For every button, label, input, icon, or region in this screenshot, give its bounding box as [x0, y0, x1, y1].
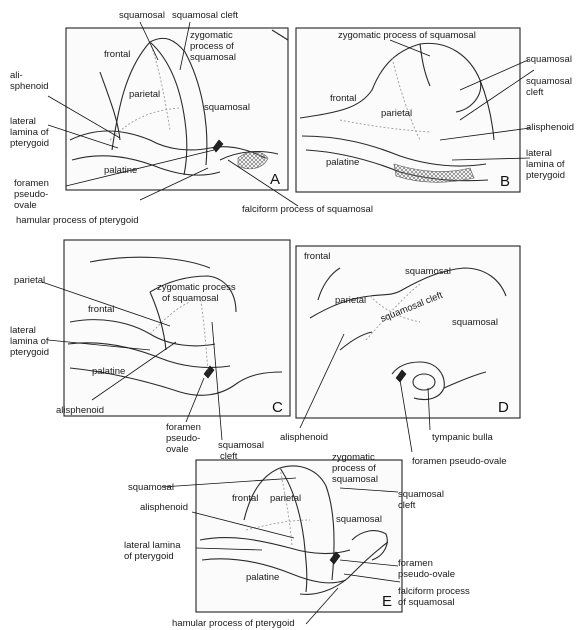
label-alisphenoid: alisphenoid — [140, 502, 188, 513]
label-line: pseudo- — [14, 189, 48, 200]
label-alisphenoid: alisphenoid — [56, 405, 104, 416]
label-line: pterygoid — [10, 138, 49, 149]
label-line: ali- — [10, 70, 23, 81]
panel-e-letter: E — [382, 593, 392, 610]
label-line: pterygoid — [10, 347, 49, 358]
label-lateral-lamina: lateral lamina of pterygoid — [124, 540, 183, 562]
label-line: foramen — [14, 178, 49, 189]
label-foramen: foramen pseudo- ovale — [14, 178, 52, 211]
label-line: zygomatic — [190, 30, 233, 41]
label-line: ovale — [166, 444, 189, 455]
label-line: sphenoid — [10, 81, 49, 92]
label-line: pseudo-ovale — [398, 569, 455, 580]
label-frontal: frontal — [330, 93, 356, 104]
label-parietal: parietal — [335, 295, 366, 306]
label-line: process of — [332, 463, 376, 474]
panel-c: parietal zygomatic process of squamosal … — [10, 240, 290, 462]
label-line: cleft — [398, 500, 416, 511]
label-zygomatic-process: zygomatic process of squamosal — [190, 30, 236, 63]
label-foramen: foramen pseudo- ovale — [166, 422, 204, 455]
label-palatine: palatine — [246, 572, 279, 583]
label-frontal: frontal — [232, 493, 258, 504]
label-falciform-process: falciform process of squamosal — [398, 586, 472, 608]
label-line: zygomatic — [332, 452, 375, 463]
label-frontal: frontal — [304, 251, 330, 262]
label-squamosal-cleft: squamosal cleft — [172, 10, 238, 21]
label-line: foramen — [166, 422, 201, 433]
label-frontal: frontal — [104, 49, 130, 60]
panel-d-letter: D — [498, 399, 509, 416]
label-squamosal-cleft: squamosal cleft — [398, 489, 447, 511]
label-line: lateral — [10, 116, 36, 127]
label-line: foramen — [398, 558, 433, 569]
label-line: squamosal — [218, 440, 264, 451]
label-line: squamosal — [398, 489, 444, 500]
label-palatine: palatine — [92, 366, 125, 377]
label-line: lateral lamina — [124, 540, 181, 551]
label-line: of pterygoid — [124, 551, 174, 562]
panel-d: frontal squamosal parietal squamosal cle… — [280, 246, 520, 467]
panel-e: zygomatic process of squamosal squamosal… — [124, 452, 472, 629]
label-squamosal: squamosal — [405, 266, 451, 277]
label-line: lateral — [10, 325, 36, 336]
label-squamosal: squamosal — [526, 54, 572, 65]
label-alisphenoid: ali- sphenoid — [10, 70, 49, 92]
label-line: zygomatic process — [157, 282, 236, 293]
label-falciform-process: falciform process of squamosal — [242, 204, 373, 215]
panel-c-frame — [64, 240, 290, 416]
label-line: of squamosal — [162, 293, 219, 304]
label-foramen-pseudo-ovale: foramen pseudo-ovale — [398, 558, 455, 580]
label-line: lamina of — [526, 159, 565, 170]
label-palatine: palatine — [104, 165, 137, 176]
label-squamosal: squamosal — [119, 10, 165, 21]
label-hamular-process: hamular process of pterygoid — [16, 215, 139, 226]
label-hamular-process: hamular process of pterygoid — [172, 618, 295, 629]
label-alisphenoid: alisphenoid — [526, 122, 574, 133]
label-tympanic-bulla: tympanic bulla — [432, 432, 493, 443]
label-line: pseudo- — [166, 433, 200, 444]
label-line: pterygoid — [526, 170, 565, 181]
label-palatine: palatine — [326, 157, 359, 168]
label-line: process of — [190, 41, 234, 52]
label-line: squamosal — [190, 52, 236, 63]
panel-c-letter: C — [272, 399, 283, 416]
label-line: lamina of — [10, 336, 49, 347]
label-frontal: frontal — [88, 304, 114, 315]
label-alisphenoid: alisphenoid — [280, 432, 328, 443]
label-foramen-pseudo-ovale: foramen pseudo-ovale — [412, 456, 507, 467]
label-squamosal: squamosal — [128, 482, 174, 493]
label-line: lamina of — [10, 127, 49, 138]
label-parietal: parietal — [381, 108, 412, 119]
label-line: falciform process — [398, 586, 470, 597]
label-squamosal-cleft: squamosal cleft — [526, 76, 575, 98]
label-squamosal-cleft: squamosal cleft — [218, 440, 267, 462]
label-line: squamosal — [332, 474, 378, 485]
label-squamosal-2: squamosal — [452, 317, 498, 328]
label-line: ovale — [14, 200, 37, 211]
label-line: squamosal — [526, 76, 572, 87]
label-squamosal-2: squamosal — [204, 102, 250, 113]
label-squamosal-2: squamosal — [336, 514, 382, 525]
panel-a-letter: A — [270, 171, 280, 188]
label-line: lateral — [526, 148, 552, 159]
panel-b: zygomatic process of squamosal squamosal… — [296, 28, 575, 192]
label-zygomatic-process: zygomatic process of squamosal — [332, 452, 378, 485]
label-zygomatic-process: zygomatic process of squamosal — [338, 30, 476, 41]
label-parietal: parietal — [14, 275, 45, 286]
label-parietal: parietal — [270, 493, 301, 504]
label-lateral-lamina: lateral lamina of pterygoid — [526, 148, 567, 181]
label-line: of squamosal — [398, 597, 455, 608]
label-lateral-lamina: lateral lamina of pterygoid — [10, 325, 51, 358]
label-parietal: parietal — [129, 89, 160, 100]
label-line: cleft — [526, 87, 544, 98]
panel-b-letter: B — [500, 173, 510, 190]
label-lateral-lamina: lateral lamina of pterygoid — [10, 116, 51, 149]
